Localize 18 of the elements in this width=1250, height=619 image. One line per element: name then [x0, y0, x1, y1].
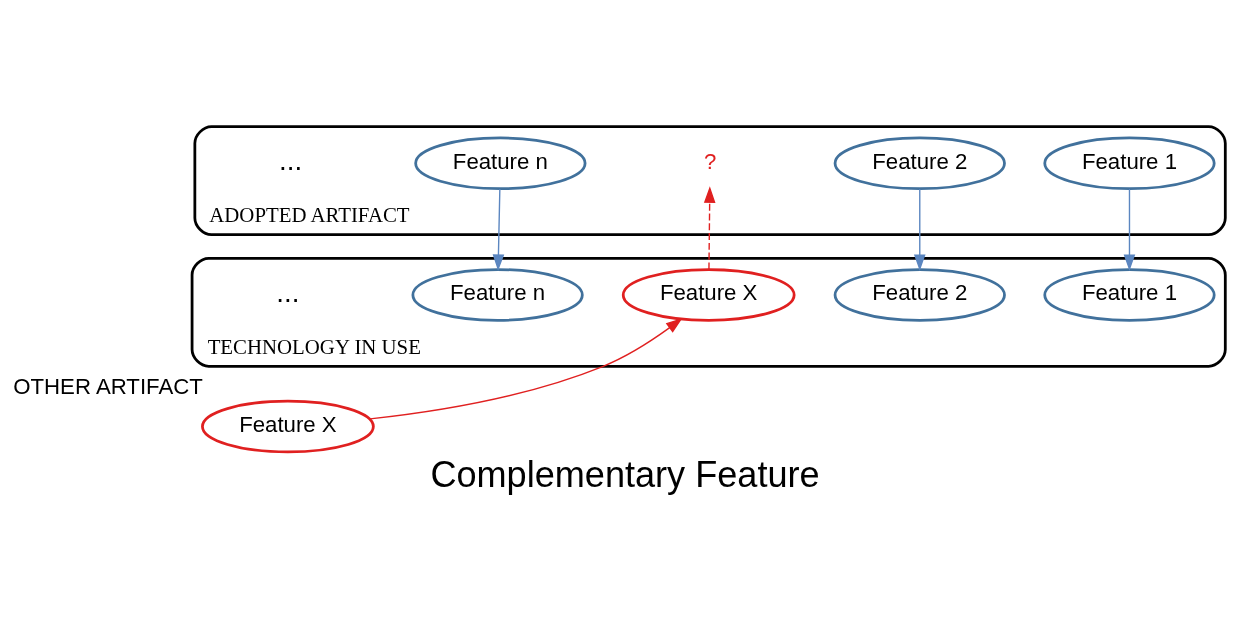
- caption: Complementary Feature: [430, 453, 820, 495]
- arrow: [913, 188, 926, 272]
- arrow: [1123, 188, 1136, 272]
- node-text: ?: [703, 148, 717, 174]
- label: ...: [279, 145, 303, 177]
- node-ellipse: Feature 2: [833, 136, 1006, 191]
- arrow: [703, 186, 716, 270]
- node-ellipse: Feature n: [414, 136, 587, 191]
- node-ellipse: Feature 2: [833, 268, 1006, 322]
- node-ellipse: Feature n: [411, 268, 584, 322]
- node-label: OTHER ARTIFACT: [13, 373, 203, 399]
- arrow: [492, 188, 505, 272]
- arrow: [369, 318, 683, 420]
- node-ellipse: Feature X: [201, 399, 375, 454]
- node-ellipse: Feature 1: [1043, 136, 1216, 191]
- label: ...: [276, 276, 300, 308]
- node-ellipse: Feature X: [621, 268, 796, 322]
- node-ellipse: Feature 1: [1043, 268, 1216, 322]
